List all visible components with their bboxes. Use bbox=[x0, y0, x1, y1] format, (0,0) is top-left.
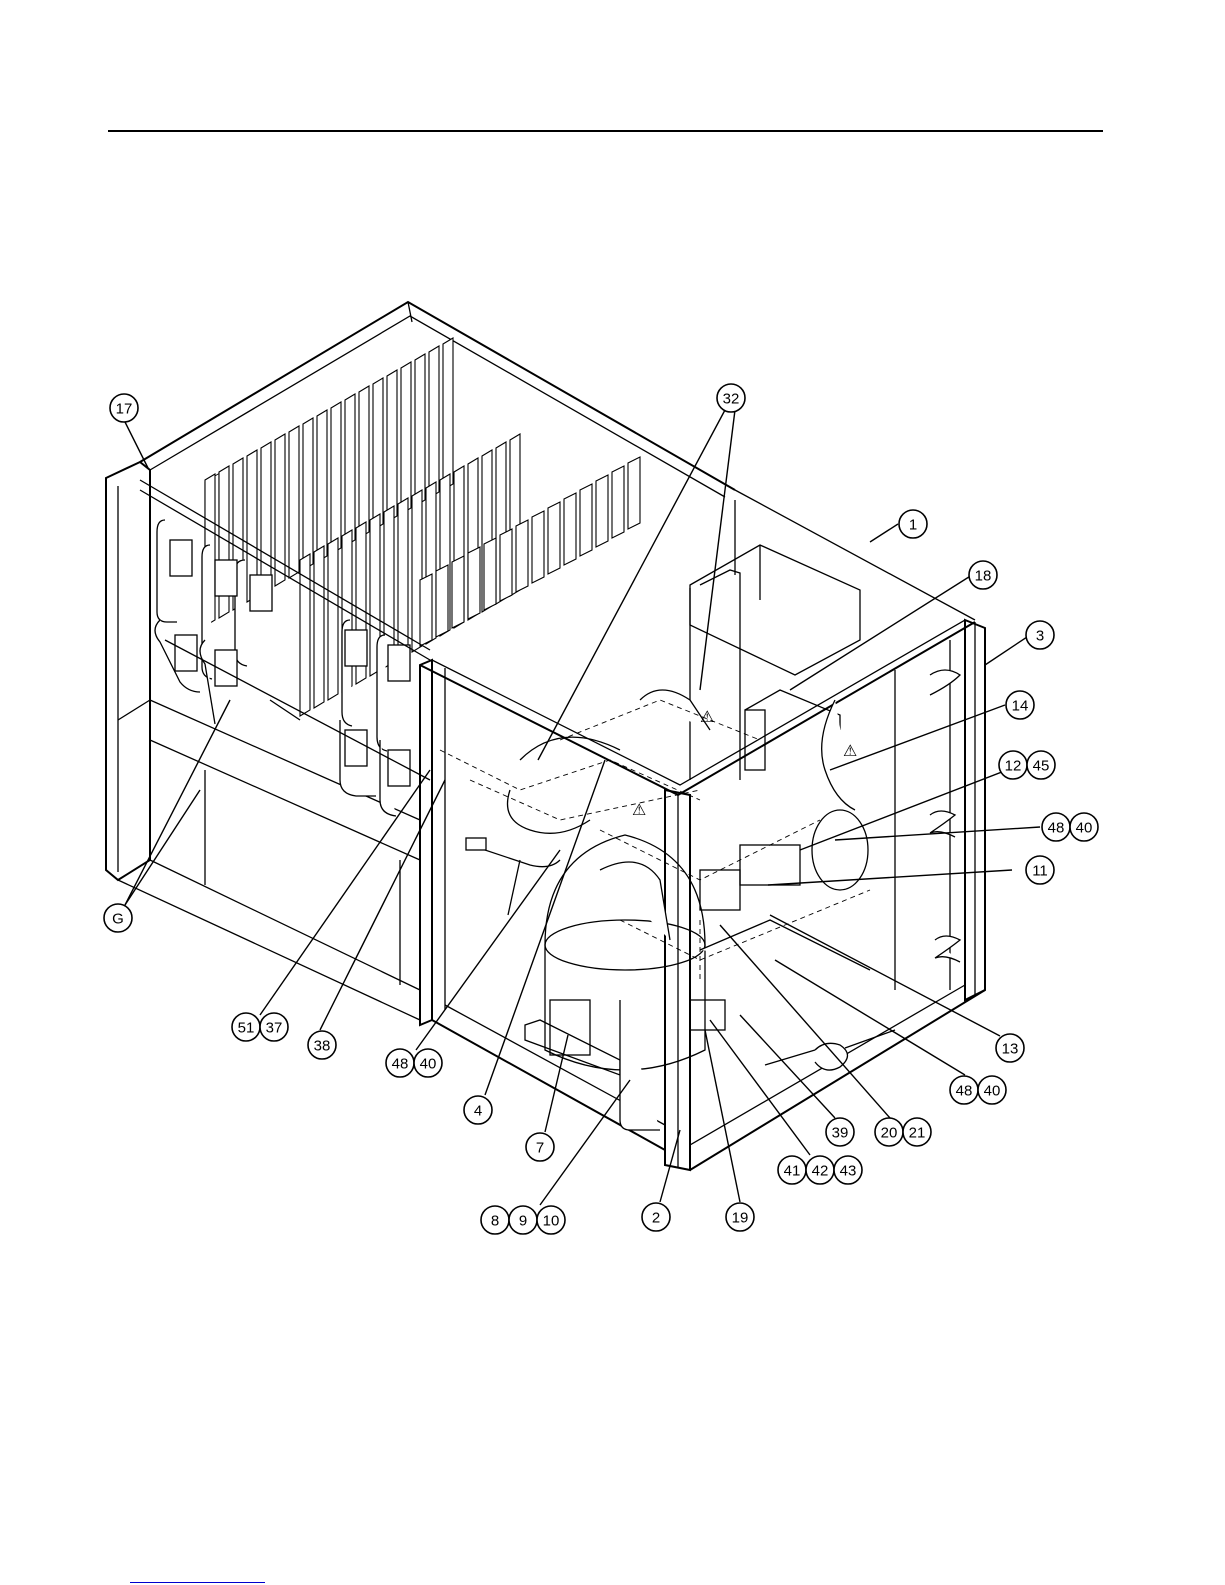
callout-number: 9 bbox=[519, 1213, 527, 1230]
evaporator-fin bbox=[359, 386, 369, 538]
callout-number: 32 bbox=[723, 391, 740, 408]
callout-c13: 13 bbox=[996, 1034, 1024, 1062]
callout-number: 20 bbox=[881, 1125, 898, 1142]
callout-number: 1 bbox=[909, 517, 917, 534]
warning-icon: ⚠ bbox=[632, 800, 646, 819]
callout-c7: 7 bbox=[526, 1133, 554, 1161]
callout-c41-42-43: 41 42 43 bbox=[778, 1156, 862, 1184]
callout-number: 7 bbox=[536, 1140, 544, 1157]
evaporator-fin bbox=[612, 466, 624, 538]
callout-c2: 2 bbox=[642, 1203, 670, 1231]
callout-number: 37 bbox=[266, 1020, 283, 1037]
callout-number: 17 bbox=[116, 401, 133, 418]
evaporator-fin bbox=[303, 418, 313, 570]
evaporator-fin bbox=[564, 493, 576, 565]
callout-c32: 32 bbox=[717, 384, 745, 412]
warning-icon: ⚠ bbox=[843, 741, 857, 760]
callout-number: 51 bbox=[238, 1020, 255, 1037]
evaporator-fin bbox=[387, 370, 397, 522]
evaporator-fin bbox=[401, 362, 411, 514]
callout-c1: 1 bbox=[899, 510, 927, 538]
callout-c51-37: 51 37 bbox=[232, 1013, 288, 1041]
callout-number: 43 bbox=[840, 1163, 857, 1180]
callout-number: 21 bbox=[909, 1125, 926, 1142]
callout-c12-45: 12 45 bbox=[999, 751, 1055, 779]
evaporator-fin bbox=[532, 511, 544, 583]
callout-number: 18 bbox=[975, 568, 992, 585]
footer-link-underline bbox=[130, 1582, 265, 1583]
evaporator-fin bbox=[384, 506, 394, 668]
callout-number: 48 bbox=[1048, 820, 1065, 837]
callout-number: 12 bbox=[1005, 758, 1022, 775]
evaporator-fin bbox=[415, 354, 425, 506]
evaporator-fin bbox=[468, 547, 480, 619]
callout-number: 19 bbox=[732, 1210, 749, 1227]
callout-number: 42 bbox=[812, 1163, 829, 1180]
callout-number: 40 bbox=[420, 1056, 437, 1073]
evaporator-fin-array bbox=[205, 338, 640, 716]
callout-number: 10 bbox=[543, 1213, 560, 1230]
evaporator-fin bbox=[420, 574, 432, 646]
callout-c19: 19 bbox=[726, 1203, 754, 1231]
condenser-coil bbox=[812, 670, 960, 962]
evaporator-fin bbox=[436, 565, 448, 637]
evaporator-fin bbox=[289, 426, 299, 578]
callout-number: 3 bbox=[1036, 628, 1044, 645]
callout-c38: 38 bbox=[308, 1031, 336, 1059]
evaporator-fin bbox=[317, 410, 327, 562]
callout-c48-40-c: 48 40 bbox=[950, 1076, 1006, 1104]
callout-number: 45 bbox=[1033, 758, 1050, 775]
callout-number: 2 bbox=[652, 1210, 660, 1227]
evaporator-fin bbox=[373, 378, 383, 530]
callout-c14: 14 bbox=[1006, 691, 1034, 719]
evaporator-fin bbox=[580, 484, 592, 556]
callout-number: 39 bbox=[832, 1125, 849, 1142]
callout-number: G bbox=[112, 911, 124, 928]
callout-c11: 11 bbox=[1026, 856, 1054, 884]
evaporator-fin bbox=[516, 520, 528, 592]
evaporator-fin bbox=[484, 538, 496, 610]
evaporator-fin bbox=[345, 394, 355, 546]
callout-number: 11 bbox=[1032, 863, 1048, 880]
callout-number: 40 bbox=[984, 1083, 1001, 1100]
callout-c3: 3 bbox=[1026, 621, 1054, 649]
callout-number: 48 bbox=[956, 1083, 973, 1100]
warning-icon: ⚠ bbox=[700, 707, 714, 726]
evaporator-fin bbox=[314, 546, 324, 708]
callout-c18: 18 bbox=[969, 561, 997, 589]
evaporator-fin bbox=[328, 538, 338, 700]
callout-c48-40-a: 48 40 bbox=[1042, 813, 1098, 841]
evaporator-fin bbox=[331, 402, 341, 554]
callout-c4: 4 bbox=[464, 1096, 492, 1124]
callout-c48-40-b: 48 40 bbox=[386, 1049, 442, 1077]
evaporator-fin bbox=[261, 442, 271, 594]
evaporator-fin bbox=[628, 457, 640, 529]
callout-number: 38 bbox=[314, 1038, 331, 1055]
evaporator-fin bbox=[548, 502, 560, 574]
callout-c39: 39 bbox=[826, 1118, 854, 1146]
evaporator-fin bbox=[429, 346, 439, 498]
callout-number: 48 bbox=[392, 1056, 409, 1073]
callout-number: 14 bbox=[1012, 698, 1029, 715]
evaporator-fin bbox=[443, 338, 453, 490]
callout-number: 4 bbox=[474, 1103, 482, 1120]
evaporator-fin bbox=[275, 434, 285, 586]
callout-cG: G bbox=[104, 904, 132, 932]
evaporator-fin bbox=[500, 529, 512, 601]
evaporator-fin bbox=[596, 475, 608, 547]
callout-number: 13 bbox=[1002, 1041, 1019, 1058]
callout-c17: 17 bbox=[110, 394, 138, 422]
callout-c8-9-10: 8 9 10 bbox=[481, 1206, 565, 1234]
callout-number: 8 bbox=[491, 1213, 499, 1230]
callout-number: 40 bbox=[1076, 820, 1093, 837]
evaporator-fin bbox=[452, 556, 464, 628]
callout-number: 41 bbox=[784, 1163, 801, 1180]
